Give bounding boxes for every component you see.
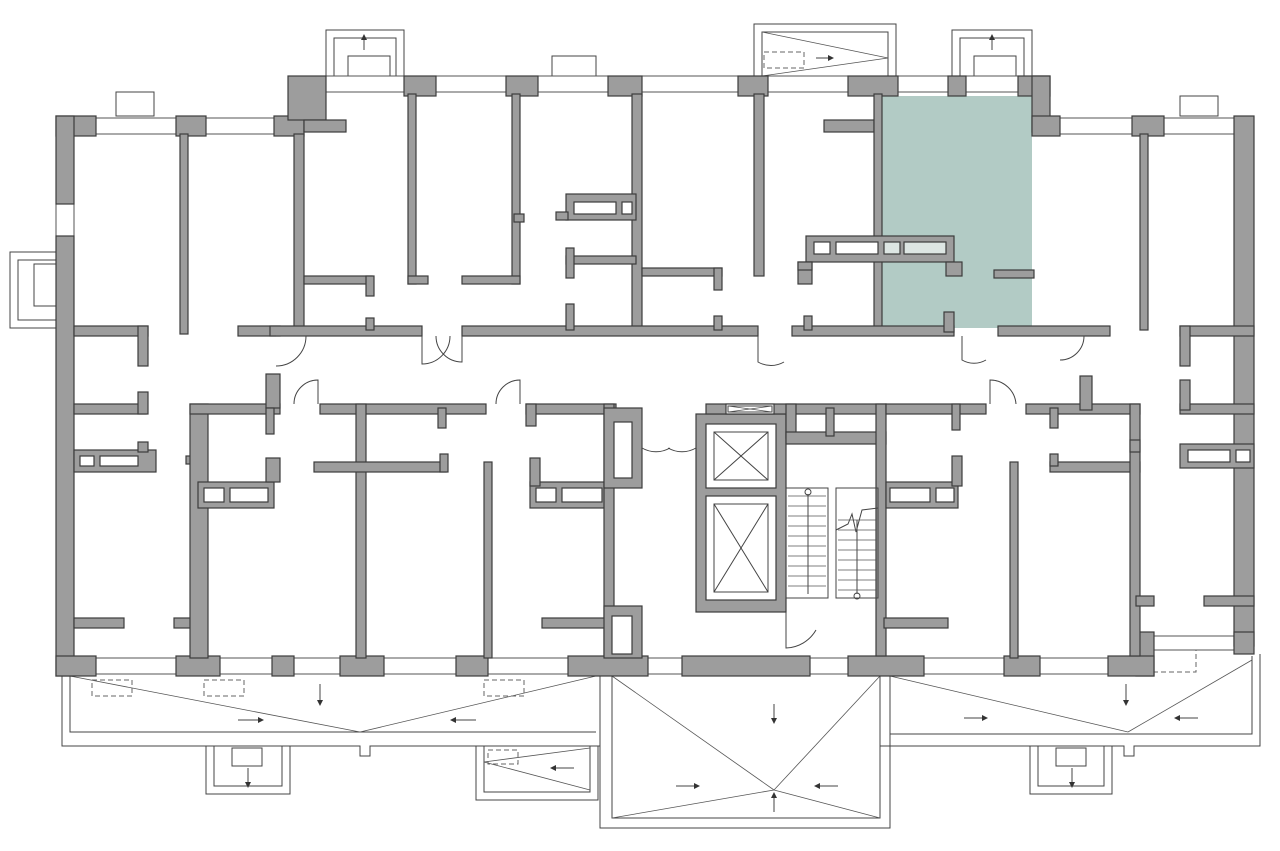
highlighted-apartment[interactable] xyxy=(880,96,1032,328)
staircase xyxy=(785,487,879,600)
stair-treads xyxy=(788,495,876,591)
doors xyxy=(275,335,1085,649)
arrows xyxy=(238,34,1198,812)
balconies xyxy=(9,23,1261,829)
walls xyxy=(55,75,1255,677)
windows xyxy=(55,75,1235,675)
elevators xyxy=(713,405,773,593)
